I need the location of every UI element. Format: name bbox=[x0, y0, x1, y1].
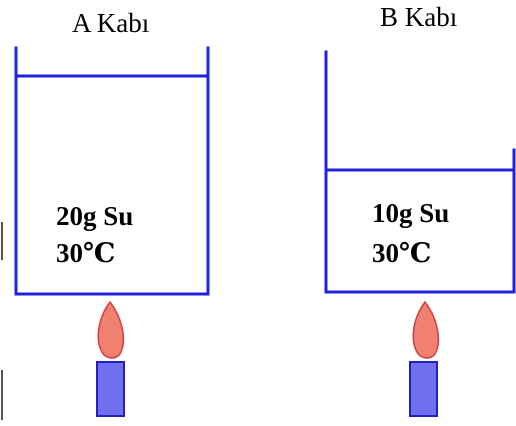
burner-icon bbox=[409, 361, 438, 417]
container-a bbox=[14, 46, 210, 296]
container-b bbox=[324, 50, 516, 294]
container-b-temperature: 30℃ bbox=[372, 240, 431, 267]
container-b-temperature-unit: ℃ bbox=[399, 238, 432, 268]
container-b-temperature-value: 30 bbox=[372, 238, 399, 268]
container-a-temperature-value: 30 bbox=[56, 238, 83, 268]
burner-a bbox=[96, 300, 125, 417]
container-b-title: B Kabı bbox=[380, 2, 458, 32]
container-a-mass: 20g Su bbox=[56, 201, 134, 231]
container-a-temperature-unit: ℃ bbox=[83, 238, 116, 268]
burner-b bbox=[409, 300, 440, 417]
burner-icon bbox=[96, 361, 125, 417]
container-b-mass: 10g Su bbox=[372, 198, 450, 228]
flame-icon bbox=[412, 300, 440, 359]
container-a-temperature: 30℃ bbox=[56, 240, 115, 267]
container-a-title: A Kabı bbox=[72, 8, 150, 38]
flame-icon bbox=[97, 300, 125, 359]
